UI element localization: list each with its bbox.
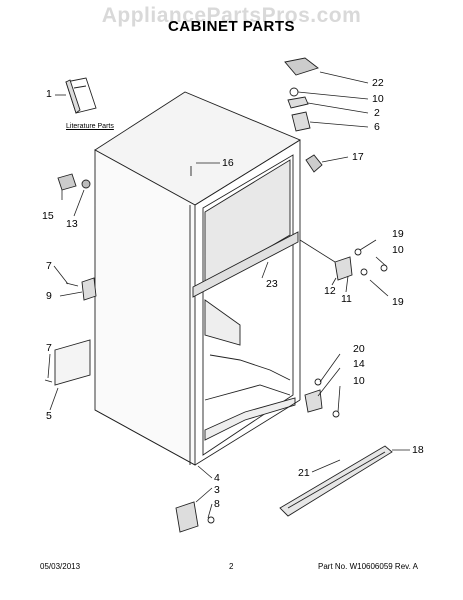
callout-2: 2	[374, 107, 380, 119]
callout-16: 16	[222, 157, 234, 169]
callout-15: 15	[42, 210, 54, 222]
bottom-hinge-drawing	[304, 378, 340, 418]
top-hinge-drawing	[284, 57, 319, 132]
callout-10-mid: 10	[392, 244, 404, 256]
callout-3: 3	[214, 484, 220, 496]
callout-11: 11	[341, 293, 352, 305]
literature-booklet-drawing	[65, 77, 97, 114]
leveler-drawing	[57, 173, 91, 191]
footer-part-number: Part No. W10606059 Rev. A	[318, 562, 418, 571]
callout-7-lower: 7	[46, 342, 52, 354]
lower-hinge-drawing	[175, 501, 215, 533]
footer-date: 05/03/2013	[40, 562, 81, 571]
callout-22: 22	[372, 77, 384, 89]
callout-10-top: 10	[372, 93, 384, 105]
watermark: AppliancePartsPros.com	[101, 4, 362, 27]
right-bracket-drawing	[334, 248, 388, 281]
callout-18: 18	[412, 444, 424, 456]
literature-parts-label: Literature Parts	[66, 123, 114, 130]
callout-10-bottom: 10	[353, 375, 365, 387]
callout-7-upper: 7	[46, 260, 52, 272]
page-title: CABINET PARTS	[167, 18, 296, 35]
callout-8: 8	[214, 498, 220, 510]
footer-page-number: 2	[229, 562, 234, 571]
callout-20: 20	[353, 343, 365, 355]
left-hinge-drawing	[65, 277, 97, 301]
callout-13: 13	[66, 218, 78, 230]
callout-9: 9	[46, 290, 52, 302]
callout-14: 14	[353, 358, 365, 370]
callout-12: 12	[324, 285, 336, 297]
callout-23: 23	[266, 278, 278, 290]
callout-21: 21	[298, 467, 310, 479]
callout-17: 17	[352, 151, 364, 163]
callout-5: 5	[46, 410, 52, 422]
callout-6: 6	[374, 121, 380, 133]
callout-19-upper: 19	[392, 228, 404, 240]
callout-19-lower: 19	[392, 296, 404, 308]
cabinet-drawing	[94, 91, 301, 466]
toe-grille-drawing	[279, 445, 393, 517]
callout-leaders	[47, 71, 410, 519]
callout-1: 1	[46, 88, 52, 100]
callout-4: 4	[214, 472, 220, 484]
